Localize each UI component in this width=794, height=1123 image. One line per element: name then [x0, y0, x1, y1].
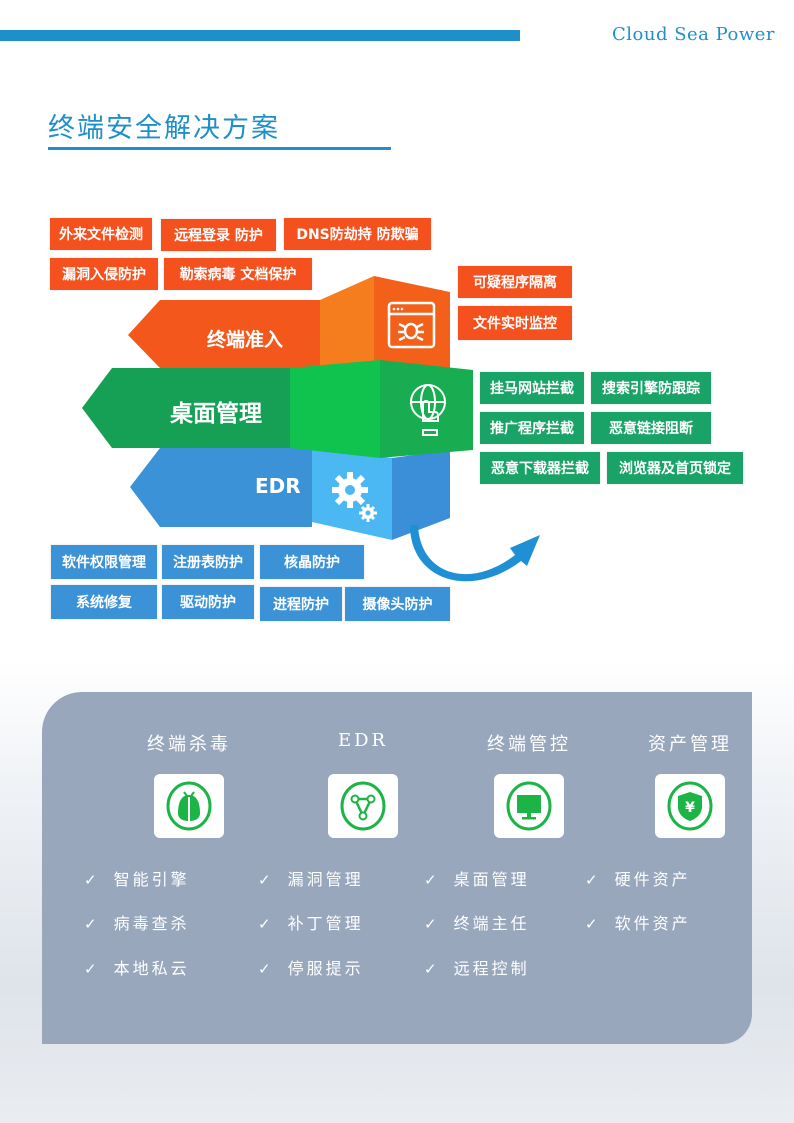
orange-feature-tag: 文件实时监控: [458, 306, 572, 340]
share-network-icon: [340, 781, 386, 831]
feature-list-item: ✓ 硬件资产: [585, 866, 691, 890]
blue-feature-tag: 系统修复: [51, 585, 157, 619]
feature-list-item: ✓ 漏洞管理: [258, 866, 364, 890]
check-icon: ✓: [258, 915, 274, 933]
orange-feature-tag: 漏洞入侵防护: [50, 258, 158, 290]
green-feature-tag: 恶意下载器拦截: [480, 452, 600, 484]
blue-feature-tag: 进程防护: [260, 587, 342, 621]
layer-label-edr: EDR: [255, 474, 301, 498]
feature-item-label: 终端主任: [453, 914, 530, 933]
feature-item-label: 智能引擎: [113, 870, 190, 889]
orange-feature-tag: 远程登录 防护: [161, 219, 276, 251]
blue-feature-tag: 驱动防护: [162, 585, 254, 619]
orange-feature-tag: 外来文件检测: [50, 218, 152, 250]
check-icon: ✓: [585, 915, 601, 933]
yuan-shield-icon-box: ¥: [655, 774, 725, 838]
bug-icon-box: [154, 774, 224, 838]
blue-feature-tag: 摄像头防护: [345, 587, 450, 621]
access-layer-band: [128, 300, 320, 368]
feature-item-label: 远程控制: [453, 959, 530, 978]
orange-feature-tag: 可疑程序隔离: [458, 266, 572, 298]
globe-hand-icon: [410, 384, 446, 436]
feature-title: 终端管控: [487, 734, 571, 755]
check-icon: ✓: [84, 871, 100, 889]
feature-title: EDR: [337, 730, 389, 751]
svg-text:¥: ¥: [685, 800, 695, 816]
check-icon: ✓: [258, 960, 274, 978]
green-feature-tag: 恶意链接阻断: [591, 412, 711, 444]
feature-list-item: ✓ 本地私云: [84, 955, 190, 979]
edr-layer-side: [392, 450, 450, 540]
layer-label-desktop: 桌面管理: [170, 401, 262, 427]
monitor-icon: [506, 781, 552, 831]
desktop-layer-front: [290, 360, 380, 458]
feature-list-item: ✓ 停服提示: [258, 955, 364, 979]
access-layer-side: [374, 276, 450, 368]
feature-item-label: 病毒查杀: [113, 914, 190, 933]
feature-item-label: 漏洞管理: [287, 870, 364, 889]
bug-icon: [166, 781, 212, 831]
curved-arrow-icon: [410, 525, 540, 582]
orange-feature-tag: DNS防劫持 防欺骗: [284, 218, 431, 250]
page-title: 终端安全解决方案: [48, 113, 280, 144]
brand-name: Cloud Sea Power: [612, 24, 776, 45]
feature-item-label: 软件资产: [614, 914, 691, 933]
layer-label-access: 终端准入: [207, 329, 284, 351]
green-feature-tag: 搜索引擎防跟踪: [591, 372, 711, 404]
feature-item-label: 硬件资产: [614, 870, 691, 889]
feature-list-item: ✓ 智能引擎: [84, 866, 190, 890]
feature-title: 资产管理: [648, 734, 732, 755]
green-feature-tag: 浏览器及首页锁定: [607, 452, 743, 484]
blue-feature-tag: 软件权限管理: [51, 545, 157, 579]
desktop-layer-band: [82, 368, 290, 448]
security-layers-diagram: [82, 276, 540, 582]
features-panel: 终端杀毒 ✓ 智能引擎 ✓ 病毒查杀 ✓ 本地私云 EDR ✓ 漏洞管理 ✓ 补丁管理 ✓ 停服提示 终…: [42, 692, 752, 1044]
check-icon: ✓: [84, 960, 100, 978]
check-icon: ✓: [585, 871, 601, 889]
feature-list-item: ✓ 病毒查杀: [84, 910, 190, 934]
check-icon: ✓: [424, 915, 440, 933]
feature-list-item: ✓ 桌面管理: [424, 866, 530, 890]
green-feature-tag: 挂马网站拦截: [480, 372, 584, 404]
feature-title: 终端杀毒: [147, 734, 231, 755]
header-bar: [0, 30, 520, 41]
desktop-layer-side: [380, 360, 473, 458]
feature-list-item: ✓ 远程控制: [424, 955, 530, 979]
feature-item-label: 停服提示: [287, 959, 364, 978]
check-icon: ✓: [424, 960, 440, 978]
feature-list-item: ✓ 终端主任: [424, 910, 530, 934]
share-network-icon-box: [328, 774, 398, 838]
check-icon: ✓: [424, 871, 440, 889]
monitor-icon-box: [494, 774, 564, 838]
gears-icon: [332, 472, 377, 522]
yuan-shield-icon: ¥: [667, 781, 713, 831]
blue-feature-tag: 核晶防护: [260, 545, 364, 579]
bug-window-icon: [387, 301, 436, 349]
check-icon: ✓: [84, 915, 100, 933]
feature-list-item: ✓ 软件资产: [585, 910, 691, 934]
blue-feature-tag: 注册表防护: [162, 545, 254, 579]
orange-feature-tag: 勒索病毒 文档保护: [164, 258, 312, 290]
feature-item-label: 桌面管理: [453, 870, 530, 889]
green-feature-tag: 推广程序拦截: [480, 412, 584, 444]
access-layer-front: [320, 276, 374, 368]
title-underline: [48, 147, 391, 150]
feature-item-label: 补丁管理: [287, 914, 364, 933]
check-icon: ✓: [258, 871, 274, 889]
feature-list-item: ✓ 补丁管理: [258, 910, 364, 934]
feature-item-label: 本地私云: [113, 959, 190, 978]
edr-layer-band: [130, 448, 312, 527]
